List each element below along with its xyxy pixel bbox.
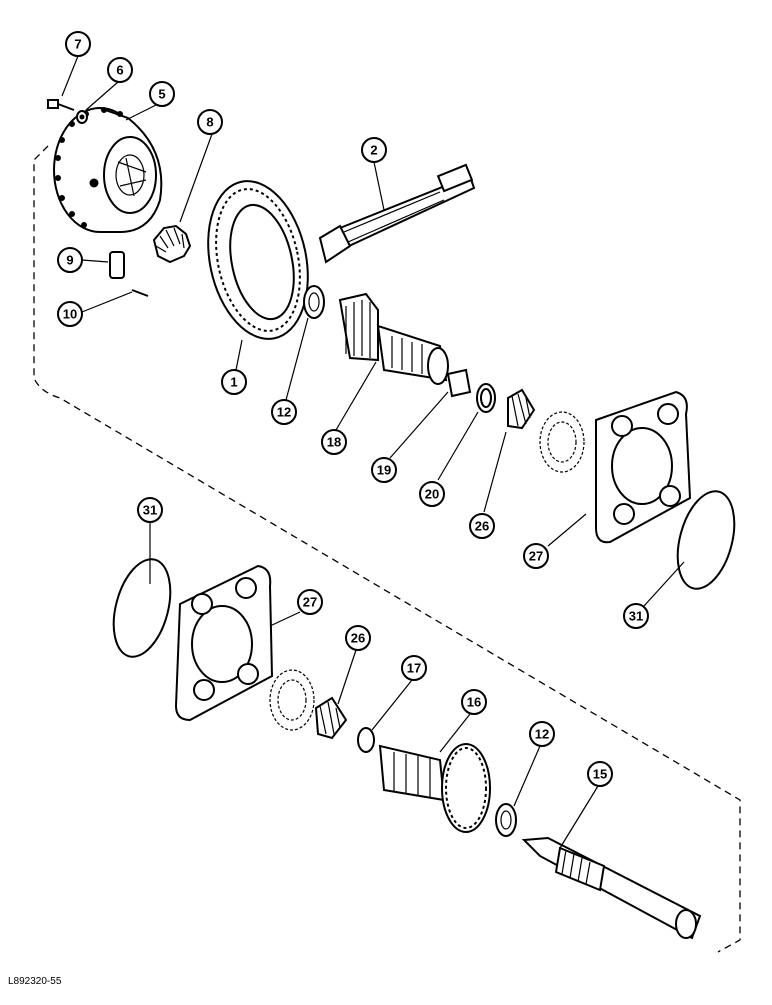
callout-31-lower: 31 <box>137 497 163 523</box>
callout-7: 7 <box>65 31 91 57</box>
bearing-cup-lower <box>269 669 315 731</box>
svg-text:15: 15 <box>593 767 607 782</box>
callout-10: 10 <box>57 301 83 327</box>
svg-text:27: 27 <box>303 595 317 610</box>
o-ring-upper <box>676 490 736 590</box>
svg-text:1: 1 <box>230 375 237 390</box>
callout-17: 17 <box>401 655 427 681</box>
output-shaft <box>521 836 702 940</box>
callout-18: 18 <box>321 429 347 455</box>
callout-15: 15 <box>587 761 613 787</box>
callout-2: 2 <box>361 137 387 163</box>
callout-31-upper: 31 <box>623 603 649 629</box>
o-ring-lower <box>112 558 172 658</box>
svg-text:19: 19 <box>377 463 391 478</box>
callout-27-upper: 27 <box>523 543 549 569</box>
washer-small <box>76 110 88 124</box>
leader-lines <box>61 55 685 849</box>
svg-text:7: 7 <box>74 37 81 52</box>
thrust-washer-lower <box>495 803 517 837</box>
callout-27-lower: 27 <box>297 589 323 615</box>
callout-26-lower: 26 <box>345 625 371 651</box>
snap-ring <box>357 727 375 753</box>
svg-text:18: 18 <box>327 435 341 450</box>
assembly-outline <box>33 145 741 953</box>
flange-plate-upper <box>595 390 692 544</box>
callout-12-upper: 12 <box>271 399 297 425</box>
callout-20: 20 <box>419 481 445 507</box>
svg-text:6: 6 <box>116 63 123 78</box>
svg-text:12: 12 <box>277 405 291 420</box>
ring-gear <box>207 180 309 340</box>
svg-text:26: 26 <box>351 631 365 646</box>
output-gear <box>378 743 491 833</box>
svg-text:20: 20 <box>425 487 439 502</box>
svg-text:31: 31 <box>143 503 157 518</box>
output-gear-shaft <box>338 292 449 385</box>
callout-26-upper: 26 <box>469 513 495 539</box>
seal <box>476 383 496 413</box>
cross-shaft-pin <box>109 251 125 279</box>
svg-text:8: 8 <box>206 115 213 130</box>
svg-text:10: 10 <box>63 307 77 322</box>
roll-pin <box>131 289 149 297</box>
callout-12-lower: 12 <box>529 721 555 747</box>
callout-6: 6 <box>107 57 133 83</box>
pinion-shaft <box>318 163 476 264</box>
reference-code: L892320-55 <box>8 976 62 987</box>
bearing-cup-upper <box>539 411 585 473</box>
svg-text:27: 27 <box>529 549 543 564</box>
differential-case <box>53 107 163 233</box>
thrust-washer-upper <box>303 285 325 319</box>
svg-text:12: 12 <box>535 727 549 742</box>
bushing <box>446 368 472 398</box>
svg-text:26: 26 <box>475 519 489 534</box>
svg-text:17: 17 <box>407 661 421 676</box>
svg-text:16: 16 <box>467 695 481 710</box>
callout-5: 5 <box>149 81 175 107</box>
svg-text:2: 2 <box>370 143 377 158</box>
callout-19: 19 <box>371 457 397 483</box>
bolt <box>47 99 75 111</box>
callout-1: 1 <box>221 369 247 395</box>
bearing-cone-lower <box>314 696 348 740</box>
callout-16: 16 <box>461 689 487 715</box>
svg-text:9: 9 <box>66 253 73 268</box>
bearing-cone-upper <box>507 388 536 430</box>
callout-8: 8 <box>197 109 223 135</box>
spider-gear <box>152 224 192 264</box>
svg-text:5: 5 <box>158 87 165 102</box>
callout-9: 9 <box>57 247 83 273</box>
flange-plate-lower <box>174 564 274 722</box>
svg-text:31: 31 <box>629 609 643 624</box>
